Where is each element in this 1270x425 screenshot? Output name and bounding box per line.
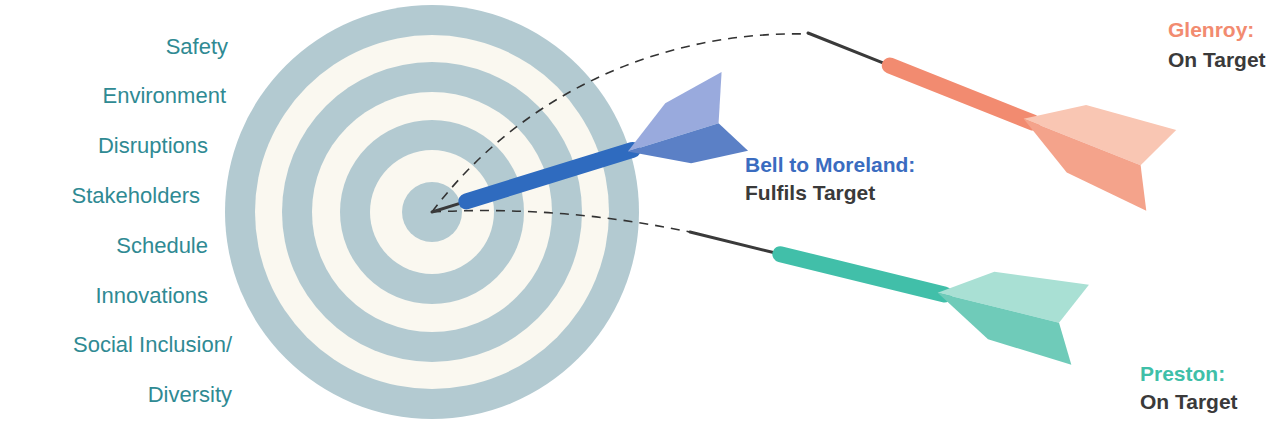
criterion-label: Stakeholders [0, 171, 200, 221]
dart-needle [432, 203, 461, 212]
dart-barrel [456, 140, 642, 211]
criterion-label: Safety [28, 22, 228, 72]
board-bullseye [402, 182, 462, 242]
dart-flight [929, 293, 1081, 365]
board-ring [370, 150, 494, 274]
board-ring [340, 120, 524, 304]
trajectory-line [432, 211, 690, 232]
board-ring [255, 35, 609, 389]
criterion-label: Social Inclusion/ Diversity [32, 320, 232, 420]
dart-name: Bell to Moreland: [745, 151, 915, 179]
dart-needle [808, 33, 884, 63]
dart-name: Glenroy: [1168, 16, 1254, 44]
dart-barrel [879, 55, 1043, 133]
dart-flight [628, 117, 748, 184]
criterion-label: Innovations [8, 271, 208, 321]
orange-dart [793, 0, 1178, 211]
criterion-label: Environment [26, 71, 226, 121]
blue-dart [418, 72, 748, 246]
criterion-label: Schedule [8, 221, 208, 271]
dart-flight [1009, 119, 1161, 211]
dartboard [225, 5, 639, 419]
board-ring [225, 5, 639, 419]
criterion-label: Disruptions [8, 121, 208, 171]
board-ring [282, 62, 582, 362]
green-dart [681, 189, 1091, 365]
dart-status: On Target [1140, 388, 1238, 416]
dart-name: Preston: [1140, 360, 1225, 388]
dart-barrel [771, 245, 954, 305]
dart-status: Fulfils Target [745, 179, 875, 207]
dart-needle [690, 232, 775, 253]
dart-status: On Target [1168, 46, 1266, 74]
